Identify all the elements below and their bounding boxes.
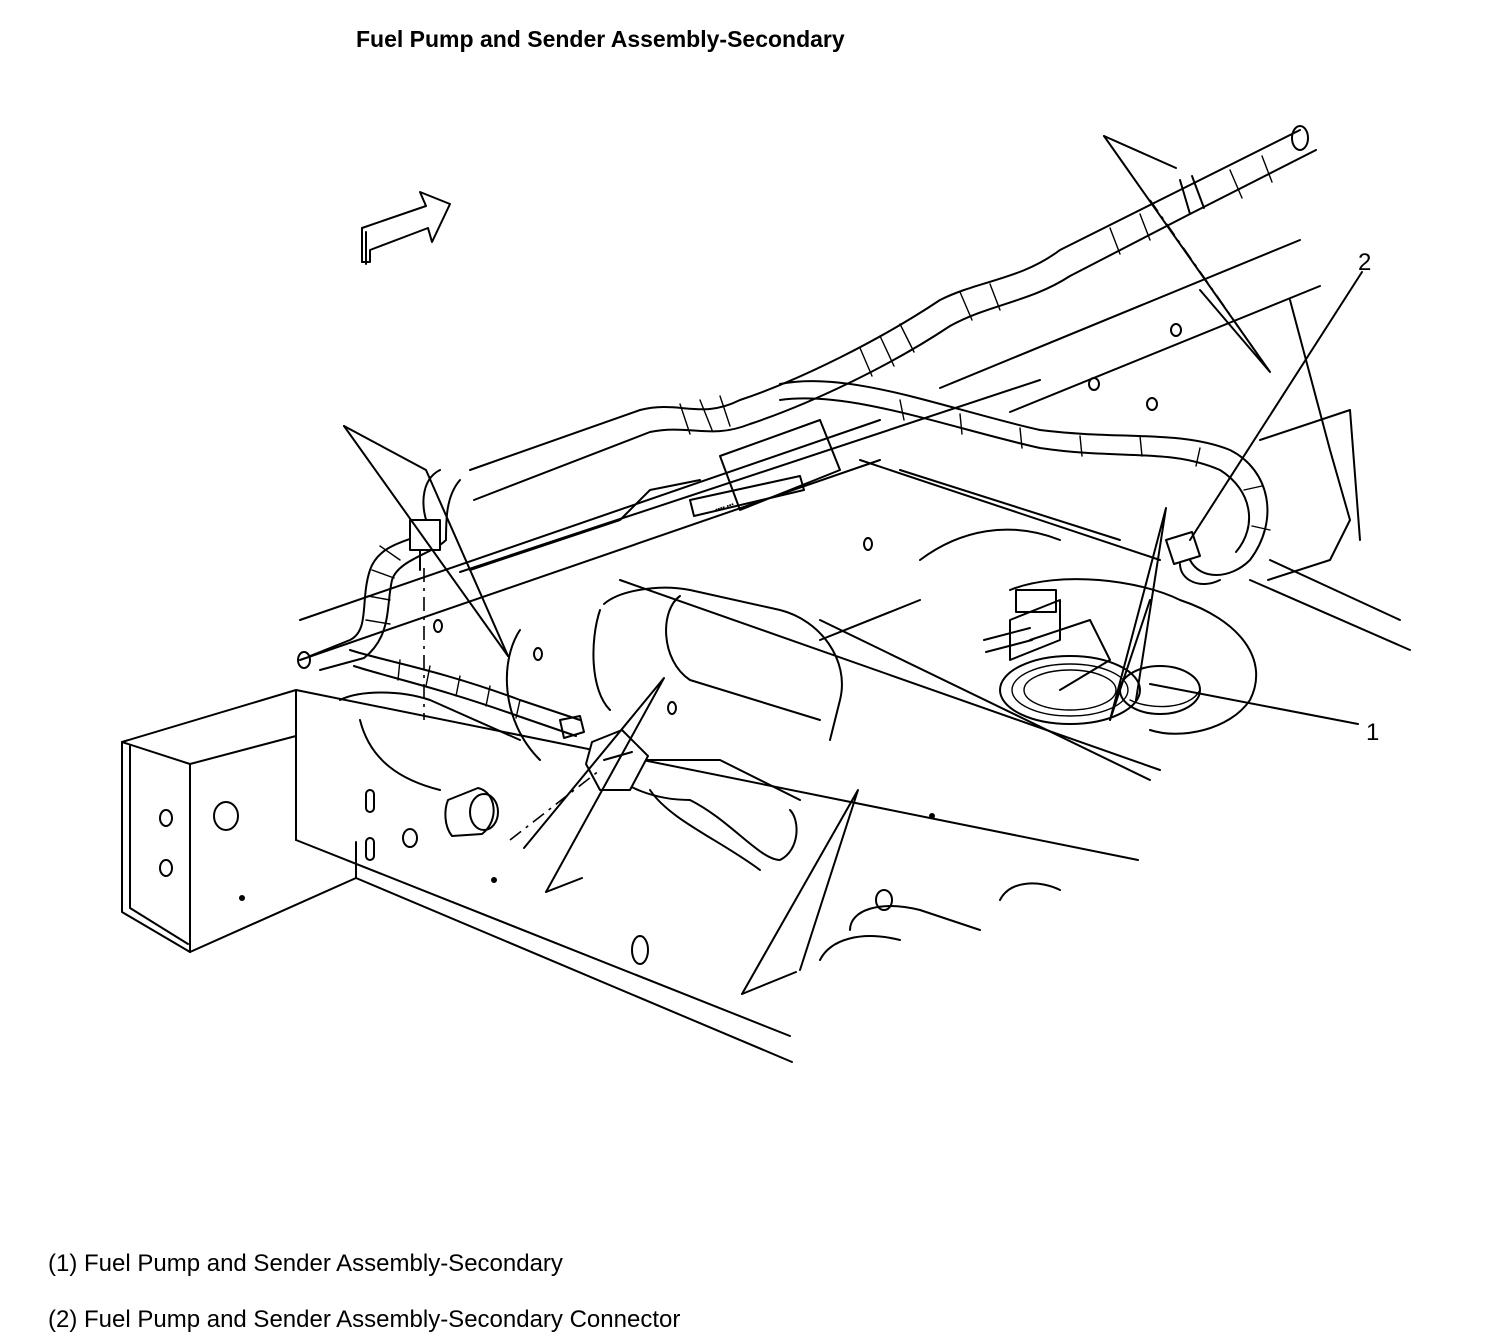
diagram-title: Fuel Pump and Sender Assembly-Secondary xyxy=(356,26,845,52)
fuel-pump-sender-assembly xyxy=(983,589,1201,725)
frame-rail-far: ▪▪▪▪ ▪▪▪ xyxy=(299,239,1411,911)
callout-2: 2 xyxy=(1189,249,1371,541)
wiring-harness-upper xyxy=(469,125,1317,501)
view-indicators xyxy=(343,135,1271,995)
frame-rail-near xyxy=(121,689,1139,1063)
callout-1: 1 xyxy=(1149,683,1379,746)
callout-2-number: 2 xyxy=(1358,249,1371,276)
legend-item-1: (1) Fuel Pump and Sender Assembly-Second… xyxy=(48,1250,563,1277)
sender-connector xyxy=(1165,531,1221,585)
legend-item-2: (2) Fuel Pump and Sender Assembly-Second… xyxy=(48,1306,681,1333)
inline-connector xyxy=(559,715,649,791)
frame-clip xyxy=(444,787,499,837)
wiring-harness-left xyxy=(297,469,461,671)
wiring-harness-loop xyxy=(779,380,1271,576)
centerlines xyxy=(423,199,1271,841)
callout-1-number: 1 xyxy=(1366,719,1379,746)
front-direction-arrow-icon xyxy=(361,191,451,265)
fuel-tank xyxy=(339,528,1258,961)
svg-text:▪▪▪▪ ▪▪▪: ▪▪▪▪ ▪▪▪ xyxy=(714,501,735,514)
